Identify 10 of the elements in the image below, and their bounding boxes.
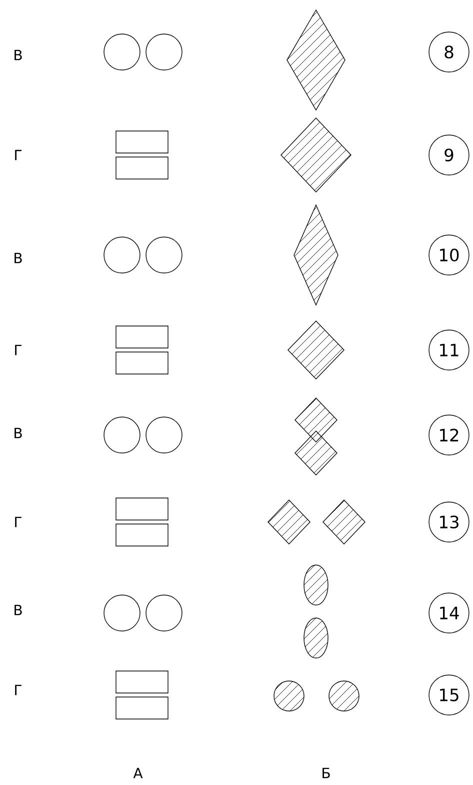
row-letter: В (14, 50, 22, 60)
row-letter: Г (15, 684, 22, 696)
row-letter: В (14, 428, 22, 438)
column-letter: Б (322, 768, 330, 778)
row-letter: В (14, 252, 22, 264)
column-letter: А (133, 768, 143, 778)
row-letter: Г (15, 150, 22, 160)
row-letter: В (14, 604, 22, 616)
row-letter: Г (15, 344, 22, 356)
row-letter: Г (15, 516, 22, 528)
